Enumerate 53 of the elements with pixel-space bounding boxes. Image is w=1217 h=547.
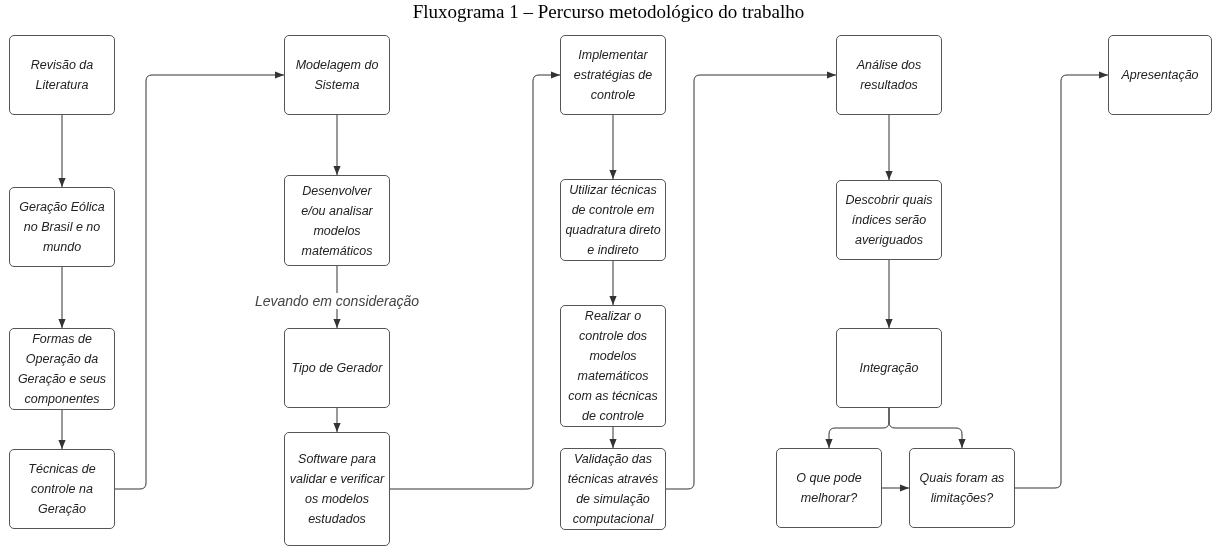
arrow <box>58 409 66 450</box>
box-text: Integração <box>859 360 919 377</box>
process-box <box>284 432 390 546</box>
process-box <box>9 328 115 410</box>
box-text: Revisão da Literatura <box>29 57 95 94</box>
edge-label: Levando em consideração <box>252 293 422 309</box>
box-text: Descobrir quais índices serão averiguados <box>844 192 934 249</box>
process-box <box>9 449 115 529</box>
process-box <box>284 35 390 115</box>
box-text: Implementar estratégias de controle <box>572 47 654 104</box>
process-box <box>776 448 882 528</box>
diagram-title: Fluxograma 1 – Percurso metodológico do trabalho <box>412 0 805 24</box>
box-text: Utilizar técnicas de controle em quadratura direto e indireto <box>565 182 661 259</box>
box-text: Software para validar e verificar os modelos estudados <box>289 451 385 528</box>
process-box <box>560 35 666 115</box>
process-box <box>836 180 942 260</box>
box-text: Quais foram as limitações? <box>918 470 1006 507</box>
arrow <box>609 426 617 449</box>
box-text: O que pode melhorar? <box>795 470 863 507</box>
arrow <box>885 114 893 181</box>
process-box <box>836 328 942 408</box>
box-text: Desenvolver e/ou analisar modelos matemáticos <box>300 182 374 260</box>
box-text: Técnicas de controle na Geração <box>27 461 97 518</box>
arrow <box>389 71 561 490</box>
arrow <box>609 114 617 180</box>
box-text: Tipo de Gerador <box>291 360 383 377</box>
process-box <box>1108 35 1212 115</box>
arrow <box>609 260 617 306</box>
arrow <box>333 114 341 176</box>
process-box <box>560 305 666 427</box>
box-text: Modelagem do Sistema <box>294 57 380 94</box>
box-text: Geração Eólica no Brasil e no mundo <box>18 199 106 256</box>
process-box <box>560 448 666 530</box>
process-box <box>9 35 115 115</box>
box-text: Análise dos resultados <box>855 57 923 94</box>
arrow <box>333 407 341 433</box>
arrow <box>881 484 910 492</box>
process-box <box>836 35 942 115</box>
process-box <box>9 187 115 267</box>
arrow <box>888 407 966 449</box>
box-text: Apresentação <box>1121 67 1199 84</box>
arrow <box>58 266 66 329</box>
box-text: Realizar o controle dos modelos matemáticos com as técnicas de controle <box>567 308 659 425</box>
arrow <box>665 71 837 490</box>
arrow <box>885 259 893 329</box>
process-box <box>284 175 390 266</box>
arrow <box>114 71 285 490</box>
arrow <box>1014 71 1109 489</box>
process-box <box>909 448 1015 528</box>
box-text: Validação das técnicas através de simulação computacional <box>566 451 660 528</box>
arrow <box>58 114 66 188</box>
box-text: Formas de Operação da Geração e seus componentes <box>16 331 108 408</box>
process-box <box>284 328 390 408</box>
